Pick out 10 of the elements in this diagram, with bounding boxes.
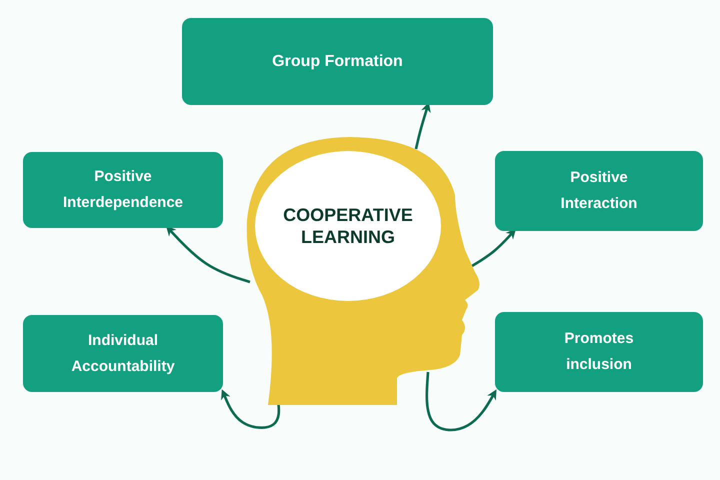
arrow (166, 226, 250, 284)
topic-box: Group Formation (182, 18, 493, 105)
topic-box: Promotes inclusion (495, 312, 703, 392)
arrow (414, 102, 431, 150)
arrow (471, 228, 516, 268)
topic-box: Individual Accountability (23, 315, 223, 392)
arrow (426, 372, 496, 432)
arrow (221, 389, 280, 429)
topic-box: Positive Interaction (495, 151, 703, 231)
topic-box: Positive Interdependence (23, 152, 223, 228)
